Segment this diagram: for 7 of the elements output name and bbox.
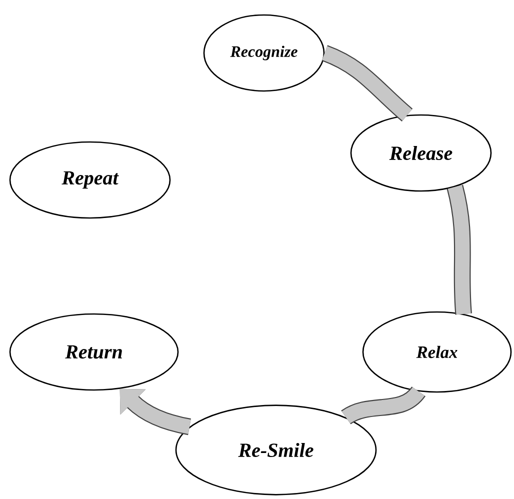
ellipse-node: Re-Smile [175,404,377,496]
ellipse-node: Return [9,313,179,391]
band-arrow [120,388,192,436]
ellipse-node: Repeat [9,141,171,219]
ellipse-node: Release [350,114,492,192]
ellipse-node: Recognize [203,14,325,92]
ellipse-node: Relax [362,311,512,393]
